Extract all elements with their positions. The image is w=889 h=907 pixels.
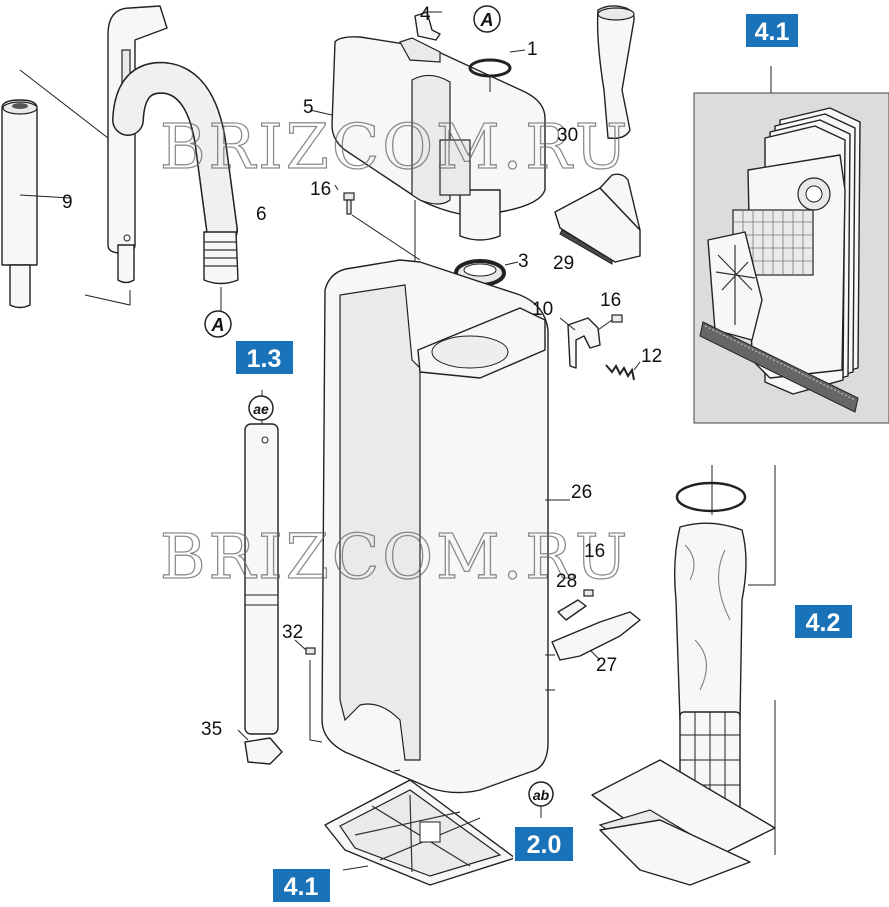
label-part-28: 28	[556, 571, 577, 592]
label-part-16-mid: 16	[600, 290, 621, 311]
part-1-ring	[468, 49, 526, 92]
part-28-clip	[557, 589, 594, 621]
svg-text:4.1: 4.1	[755, 18, 790, 46]
label-part-5: 5	[303, 97, 314, 118]
label-part-30: 30	[557, 125, 578, 146]
svg-text:A: A	[211, 315, 225, 335]
section-tag-4-1-bottom[interactable]: 4.1	[271, 867, 332, 904]
label-part-9: 9	[62, 192, 73, 213]
hose-handle	[107, 5, 168, 284]
section-tag-1-3[interactable]: 1.3	[234, 339, 295, 376]
marker-ab: ab	[528, 781, 554, 818]
marker-a-top: A	[473, 5, 501, 33]
label-part-10: 10	[532, 299, 553, 320]
part-10-bracket	[559, 317, 601, 369]
part-9-tube	[1, 69, 131, 309]
svg-text:A: A	[480, 10, 494, 30]
svg-text:1.3: 1.3	[247, 345, 282, 373]
svg-text:2.0: 2.0	[527, 831, 562, 859]
svg-text:ab: ab	[533, 787, 550, 803]
section-tag-2-0[interactable]: 2.0	[513, 825, 575, 863]
svg-text:4.2: 4.2	[806, 609, 841, 637]
svg-text:ae: ae	[253, 401, 269, 417]
svg-text:4.1: 4.1	[284, 873, 319, 901]
label-part-16-low: 16	[584, 541, 605, 562]
part-16-screw-top	[334, 184, 421, 261]
label-part-3: 3	[518, 251, 529, 272]
part-16-screw-mid	[597, 314, 623, 331]
watermark-middle: BRIZCOM.RU	[160, 520, 630, 593]
part-32-screw	[294, 639, 316, 655]
label-part-32: 32	[282, 622, 303, 643]
part-4-clip	[414, 11, 442, 41]
part-5-cover	[309, 36, 546, 280]
marker-a-left: A	[204, 310, 232, 338]
label-part-12: 12	[641, 346, 662, 367]
label-part-29: 29	[553, 253, 574, 274]
label-part-4: 4	[420, 4, 431, 25]
section-tag-4-1-top[interactable]: 4.1	[744, 12, 800, 49]
part-30-wand	[596, 5, 635, 140]
part-26-housing	[309, 259, 570, 794]
label-part-27: 27	[596, 655, 617, 676]
part-tube-left	[244, 390, 279, 735]
filter-kit-inset	[693, 66, 889, 424]
part-6-hose	[112, 61, 239, 312]
part-12-spring	[605, 361, 641, 381]
section-tag-4-2[interactable]: 4.2	[793, 603, 854, 640]
part-35-foot	[237, 729, 283, 765]
watermark-top: BRIZCOM.RU	[160, 110, 630, 183]
label-part-6: 6	[256, 204, 267, 225]
part-29-nozzle	[554, 173, 641, 265]
label-part-26: 26	[571, 482, 592, 503]
marker-ae: ae	[248, 395, 274, 421]
filter-bag-assembly	[591, 465, 776, 886]
label-part-16-top: 16	[310, 179, 331, 200]
label-part-35: 35	[201, 719, 222, 740]
part-27-holder	[551, 611, 641, 661]
label-part-1: 1	[527, 39, 538, 60]
motor-filter-tray	[324, 769, 516, 886]
